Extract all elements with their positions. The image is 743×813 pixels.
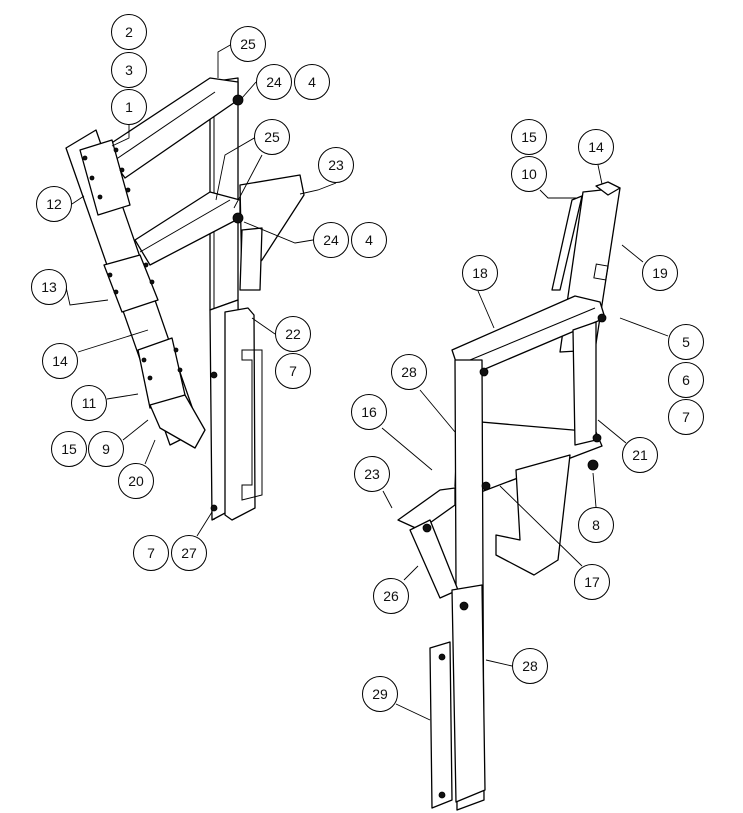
top-plate [79,139,131,216]
balloon-callout-17: 17 [574,564,610,600]
balloon-callout-1: 1 [111,89,147,125]
balloon-callout-12: 12 [36,186,72,222]
leader-lines-left [65,43,337,537]
balloon-callout-4: 4 [294,64,330,100]
balloon-callout-14: 14 [578,129,614,165]
balloon-callout-25: 25 [230,26,266,62]
balloon-callout-3: 3 [111,52,147,88]
balloon-callout-24: 24 [313,222,349,258]
balloon-callout-7: 7 [668,399,704,435]
left-assembly-view [65,43,337,537]
balloon-callout-8: 8 [578,507,614,543]
balloon-callout-20: 20 [118,463,154,499]
leader-lines-right [381,164,669,721]
cylinder-26 [409,519,459,599]
balloon-callout-10: 10 [511,156,547,192]
balloon-callout-14: 14 [42,343,78,379]
hanging-bracket [495,454,571,576]
balloon-callout-29: 29 [362,676,398,712]
balloon-callout-23: 23 [354,456,390,492]
bolts-right [422,313,607,799]
balloon-callout-4: 4 [351,222,387,258]
balloon-callout-11: 11 [71,385,107,421]
balloon-callout-22: 22 [275,316,311,352]
bolts [82,94,253,512]
balloon-callout-15: 15 [511,119,547,155]
balloon-callout-26: 26 [373,578,409,614]
paddle-29 [429,641,453,809]
balloon-callout-24: 24 [256,64,292,100]
top-pulley [595,181,621,196]
balloon-callout-27: 27 [171,535,207,571]
mid-plate [103,254,159,313]
balloon-callout-23: 23 [318,147,354,183]
balloon-callout-28: 28 [512,648,548,684]
paddle-left [224,307,256,521]
balloon-callout-15: 15 [51,431,87,467]
balloon-callout-16: 16 [351,394,387,430]
balloon-callout-13: 13 [31,269,67,305]
balloon-callout-28: 28 [391,354,427,390]
balloon-callout-19: 19 [642,255,678,291]
balloon-callout-2: 2 [111,14,147,50]
balloon-callout-9: 9 [88,431,124,467]
bracket-20 [149,394,206,449]
balloon-callout-5: 5 [668,324,704,360]
balloon-callout-21: 21 [622,437,658,473]
right-assembly-view [381,164,669,811]
balloon-callout-7: 7 [275,353,311,389]
side-post-21 [572,321,597,446]
balloon-callout-6: 6 [668,362,704,398]
balloon-callout-7: 7 [133,535,169,571]
balloon-callout-25: 25 [254,119,290,155]
balloon-callout-18: 18 [462,255,498,291]
